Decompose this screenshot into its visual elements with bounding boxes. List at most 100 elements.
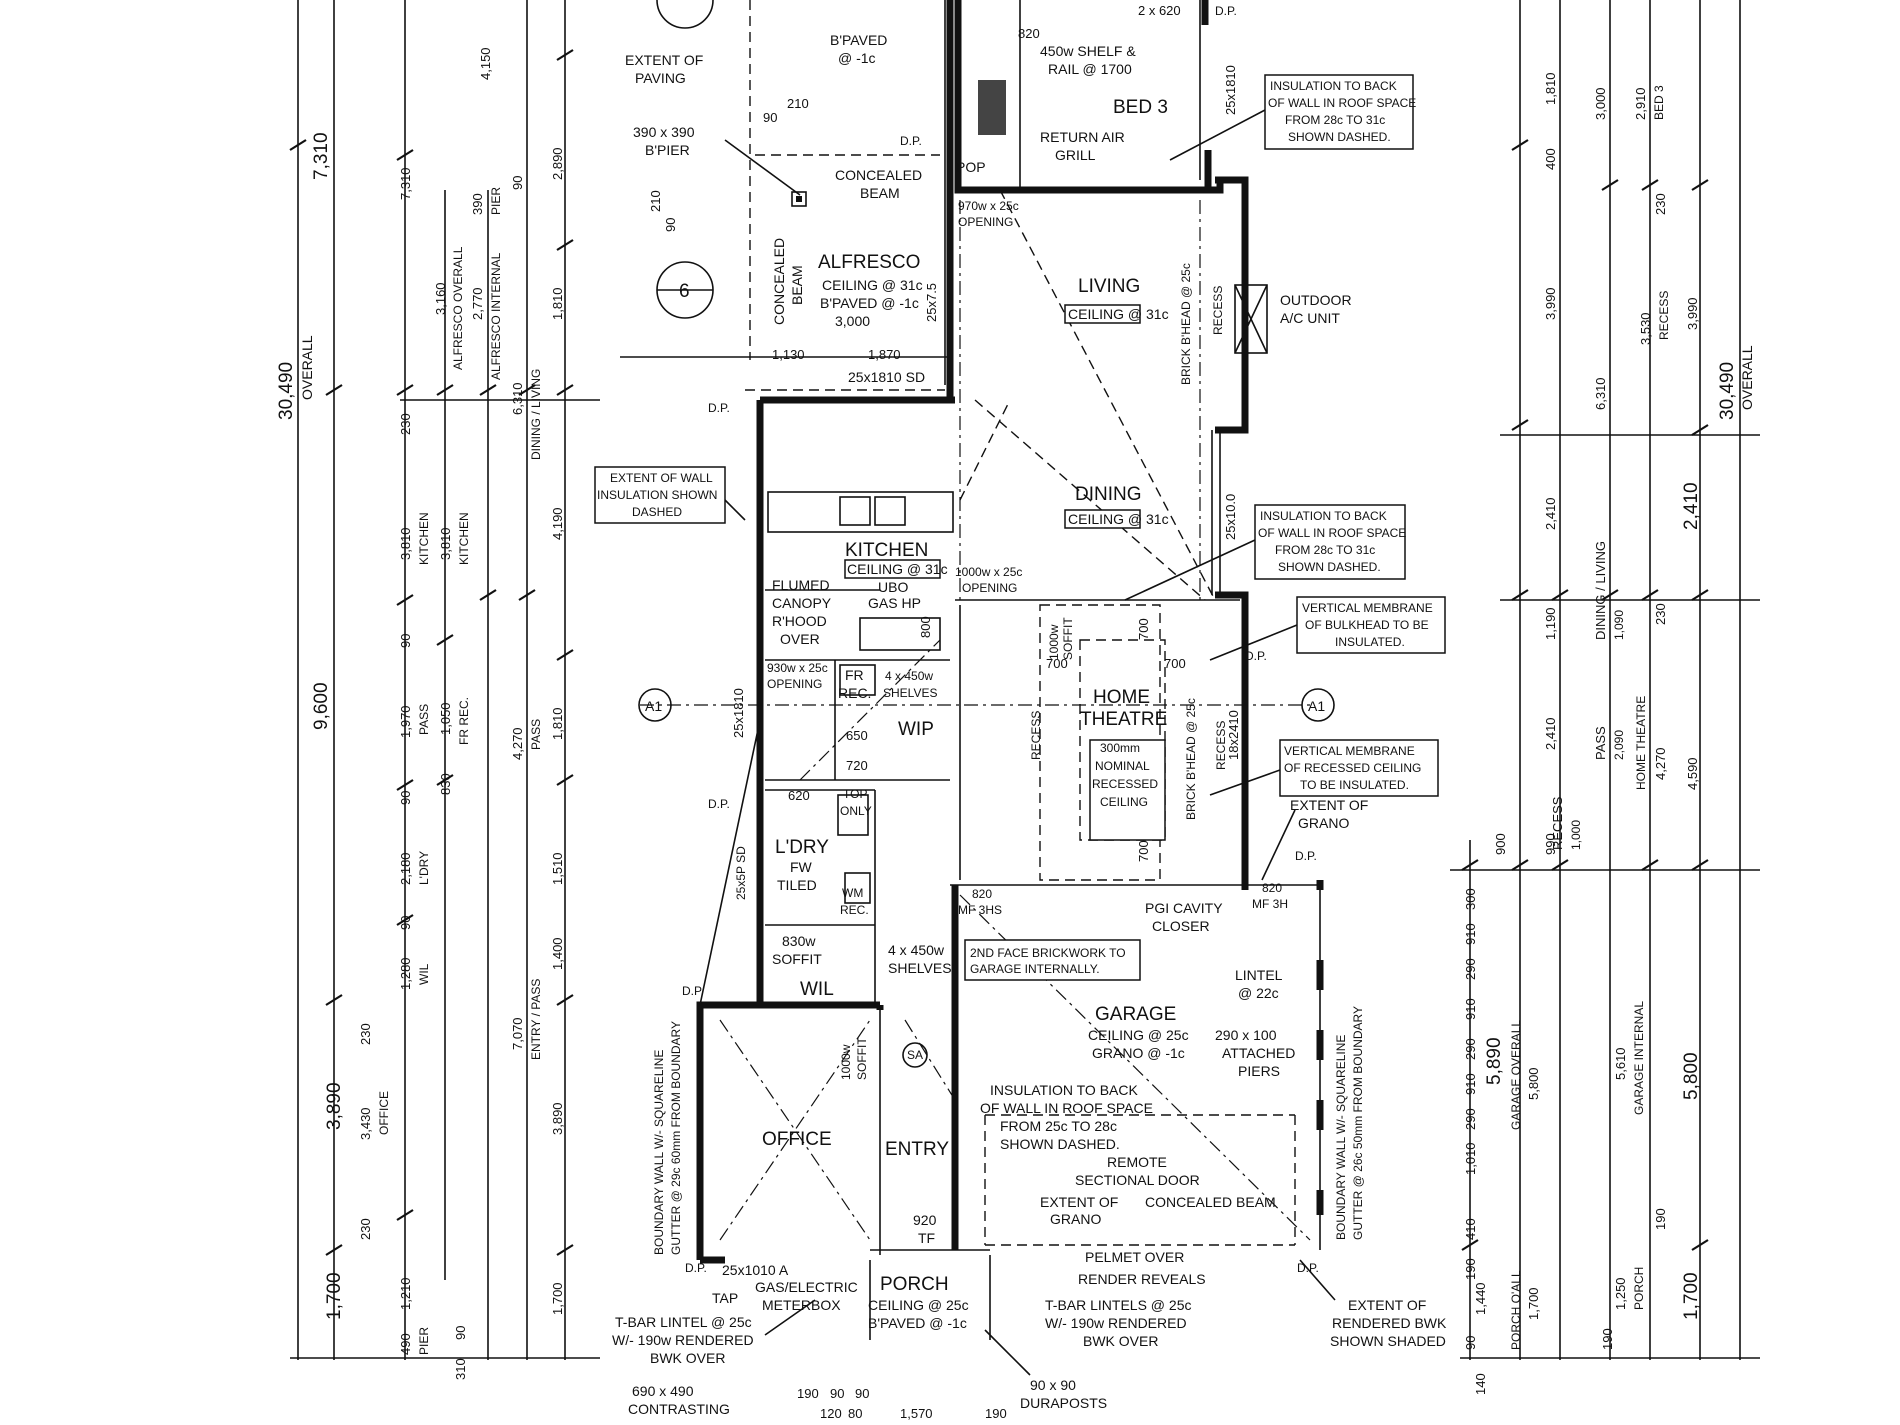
note-shelf-2: RAIL @ 1700 [1048,61,1132,77]
note-tbar-right-3: BWK OVER [1083,1333,1158,1349]
dim-210a: 210 [787,96,809,111]
left-col4-90a: 90 [398,634,413,648]
downpipe-label: D.P. [682,984,704,998]
note-pelmet: PELMET OVER [1085,1249,1184,1265]
note-bpaved-1: B'PAVED [830,32,887,48]
note-duraposts-2: DURAPOSTS [1020,1395,1107,1411]
right-col1-140: 140 [1473,1373,1488,1395]
note-insul-top-3: FROM 28c TO 31c [1285,113,1385,127]
note-shelf-1: 450w SHELF & [1040,43,1136,59]
note-extent-paving-2: PAVING [635,70,686,86]
downpipe-label: D.P. [1297,1261,1319,1275]
dim-25x75: 25x7.5 [924,283,939,322]
left-seg-9600: 9,600 [311,682,332,730]
note-opening-930-1: 930w x 25c [767,661,828,675]
right-col2-pass-b: 1,000 [1569,820,1583,850]
right-garage-90: 90 [1463,1336,1478,1350]
dim-700b: 700 [1164,656,1186,671]
room-dining: DINING [1075,484,1142,505]
note-recessed-ceiling-1: 300mm [1100,741,1140,755]
right-col2-pass: 1,090 [1612,610,1626,640]
external-walls [696,0,1324,1264]
note-concealed-beam-v2: BEAM [789,265,805,305]
left-seg-3890: 3,890 [324,1082,345,1130]
note-extent-grano-2: GRANO [1298,815,1349,831]
left-col2-1810b: 1,810 [550,707,565,740]
right-col3-3530: 3,530 [1638,312,1653,345]
room-wil: WIL [800,979,834,1000]
left-overall-label: OVERALL [299,335,315,400]
note-opening-970-1: 970w x 25c [958,199,1019,213]
note-tbar-left-2: W/- 190w RENDERED [612,1332,754,1348]
note-brick-bhead-lower: BRICK B'HEAD @ 25c [1184,698,1198,820]
left-col3-390: 390 [470,193,485,215]
dim-25x1810-left: 25x1810 [731,688,746,738]
right-col1-1190: 1,190 [1543,607,1558,640]
right-garage-1010: 1,010 [1463,1142,1478,1175]
right-garage-290c: 290 [1463,1108,1478,1130]
right-col3-230a: 230 [1653,193,1668,215]
note-soffit-830-2: SOFFIT [772,951,822,967]
room-entry: ENTRY [885,1139,949,1160]
interior-dimensions: 1,130 1,870 210 90 210 90 820 2 x 620 25… [648,3,1241,1421]
right-col1-1700: 1,700 [1526,1287,1541,1320]
right-garage-190: 190 [1463,1258,1478,1280]
dim-800: 800 [918,616,933,638]
left-col3-2770: 2,770 [470,287,485,320]
right-col3-4270: 4,270 [1653,747,1668,780]
right-col3-porch: PORCH [1632,1267,1646,1310]
left-col2-1510: 1,510 [550,852,565,885]
note-tap: TAP [712,1290,738,1306]
right-col4-5800: 5,800 [1681,1052,1702,1100]
right-col1-190: 190 [1600,1328,1615,1350]
left-col4-wil: WIL [417,963,431,985]
note-dining-ceiling: CEILING @ 31c [1068,511,1169,527]
note-tbar-left-1: T-BAR LINTEL @ 25c [615,1314,752,1330]
note-mf3h-2: MF 3H [1252,897,1288,911]
note-opening-1000-2: OPENING [962,581,1017,595]
dimension-lines [290,0,1760,1360]
right-col4-2410: 2,410 [1681,482,1702,530]
downpipe-label: D.P. [900,134,922,148]
right-col1-2410a: 2,410 [1543,497,1558,530]
left-col4-1970: 1,970 [398,705,413,738]
room-home-theatre-1: HOME [1093,687,1150,708]
note-outdoor-ac-2: A/C UNIT [1280,310,1340,326]
note-wm: WM [842,886,863,900]
dim-700c: 700 [1136,618,1151,640]
downpipe-labels: D.P. D.P. D.P. D.P. D.P. D.P. D.P. D.P. … [682,4,1319,1275]
notes: EXTENT OF PAVING B'PAVED @ -1c 390 x 390… [597,32,1447,1417]
right-col2-1090: DINING / LIVING [1593,541,1608,640]
note-tf-920-2: TF [918,1230,935,1246]
note-boundary-right-1: BOUNDARY WALL W/- SQUARELINE [1334,1035,1348,1240]
right-col4-4590: 4,590 [1685,757,1700,790]
note-shelves-bottom-1: 4 x 450w [888,942,945,958]
right-col2-garage-overall: GARAGE OVERALL [1509,1020,1523,1130]
right-col1-400: 400 [1543,148,1558,170]
note-extent-rendered-2: RENDERED BWK [1332,1315,1447,1331]
room-alfresco: ALFRESCO [818,252,920,273]
left-col3-alfresco-internal: ALFRESCO INTERNAL [489,252,503,380]
room-garage: GARAGE [1095,1004,1176,1025]
note-recess-lower: RECESS [1214,721,1228,770]
left-col4-310: 310 [453,1358,468,1380]
note-vert-membrane-1a: VERTICAL MEMBRANE [1302,601,1433,615]
left-col4-kitchen: KITCHEN [417,512,431,565]
room-bed3: BED 3 [1113,97,1168,118]
note-insul-top-4: SHOWN DASHED. [1288,130,1391,144]
right-col1-1440: 1,440 [1473,1282,1488,1315]
note-fr-rec-1: FR [845,667,864,683]
note-pier-1: 390 x 390 [633,124,695,140]
left-seg-7310: 7,310 [311,132,332,180]
right-col2-6310: 6,310 [1593,377,1608,410]
left-col4-3430: 3,430 [358,1107,373,1140]
note-opening-970-2: OPENING [958,215,1013,229]
left-col2-1700: 1,700 [550,1282,565,1315]
right-garage-910b: 910 [1463,998,1478,1020]
note-insul-mid-2: OF WALL IN ROOF SPACE [1258,526,1406,540]
right-col1-1810: 1,810 [1543,72,1558,105]
note-remote-door-2: SECTIONAL DOOR [1075,1172,1200,1188]
left-col4-230a: 230 [398,413,413,435]
note-vert-membrane-2a: VERTICAL MEMBRANE [1284,744,1415,758]
dim-porch-1570: 1,570 [900,1406,933,1421]
